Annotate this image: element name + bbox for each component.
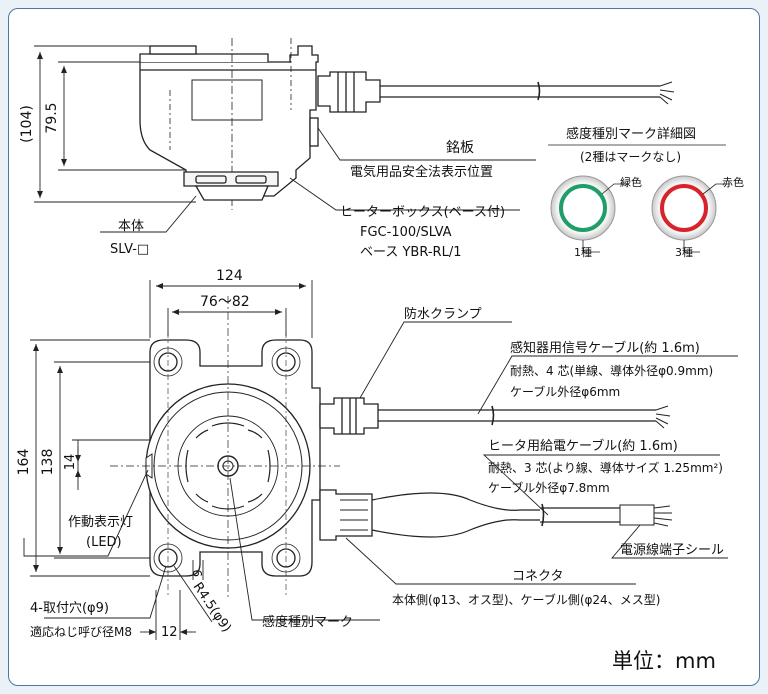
mark-detail-title: 感度種別マーク詳細図 [566,126,696,142]
type3-label: 3種 [675,245,693,259]
side-view-dimensions [34,45,196,203]
dim-14: 14 [63,454,78,471]
mark-detail [548,144,730,253]
mark-detail-note: (2種はマークなし) [580,150,681,164]
operation-lamp-led: (LED) [86,535,122,550]
connector-spec: 本体側(φ13、オス型)、ケーブル側(φ24、メス型) [392,592,660,607]
signal-cable-od: ケーブル外径φ6mm [510,384,620,399]
front-view [110,296,673,600]
dim-r45: R4.5(φ9) [190,580,234,635]
base-model-label: ベース YBR-RL/1 [360,245,461,260]
side-view [139,38,675,210]
side-view-leaders [100,127,536,233]
dim-height-164: 164 [16,449,32,476]
body-label: 本体 [118,219,144,234]
connector-label: コネクタ [512,569,563,584]
heater-cable-spec: 耐熱、3 芯(より線、導体サイズ 1.25mm²) [488,460,723,475]
green-color-label: 緑色 [620,175,642,189]
power-terminal-seal-shape [619,504,655,526]
nameplate-position-label: 電気用品安全法表示位置 [350,164,493,180]
dim-width-124: 124 [216,268,243,284]
dim-12: 12 [161,625,178,640]
type1-label: 1種 [574,245,592,259]
mounting-holes-label: 4-取付穴(φ9) [30,601,109,616]
front-view-leaders [23,321,738,621]
dim-height-138: 138 [40,449,56,476]
type3-red-ring [660,184,708,232]
waterproof-clamp-label: 防水クランプ [404,306,482,322]
red-color-label: 赤色 [722,175,744,189]
type1-green-ring [559,184,607,232]
dim-height-body: 79.5 [44,102,60,133]
unit-label: 単位：mm [612,649,716,673]
power-terminal-seal-label: 電源線端子シール [620,542,724,558]
dim-height-total: (104) [19,105,35,143]
signal-cable-label: 感知器用信号ケーブル(約 1.6m) [510,340,700,356]
dim-9: 9 [191,569,205,577]
heater-cable-od: ケーブル外径φ7.8mm [488,480,610,495]
heater-model-label: FGC-100/SLVA [360,225,452,240]
heater-cable-label: ヒータ用給電ケーブル(約 1.6m) [488,438,678,454]
nameplate-label: 銘板 [446,140,474,156]
dim-width-76-82: 76～82 [200,294,250,310]
signal-cable-spec: 耐熱、4 芯(単線、導体外径φ0.9mm) [510,363,713,378]
heater-box-label: ヒーターボックス(ベース付) [340,205,505,220]
screw-size-label: 適応ねじ呼び径M8 [30,624,132,639]
sensitivity-mark-label: 感度種別マーク [262,614,353,630]
body-model-label: SLV-□ [110,242,149,257]
operation-lamp-label: 作動表示灯 [68,515,133,530]
